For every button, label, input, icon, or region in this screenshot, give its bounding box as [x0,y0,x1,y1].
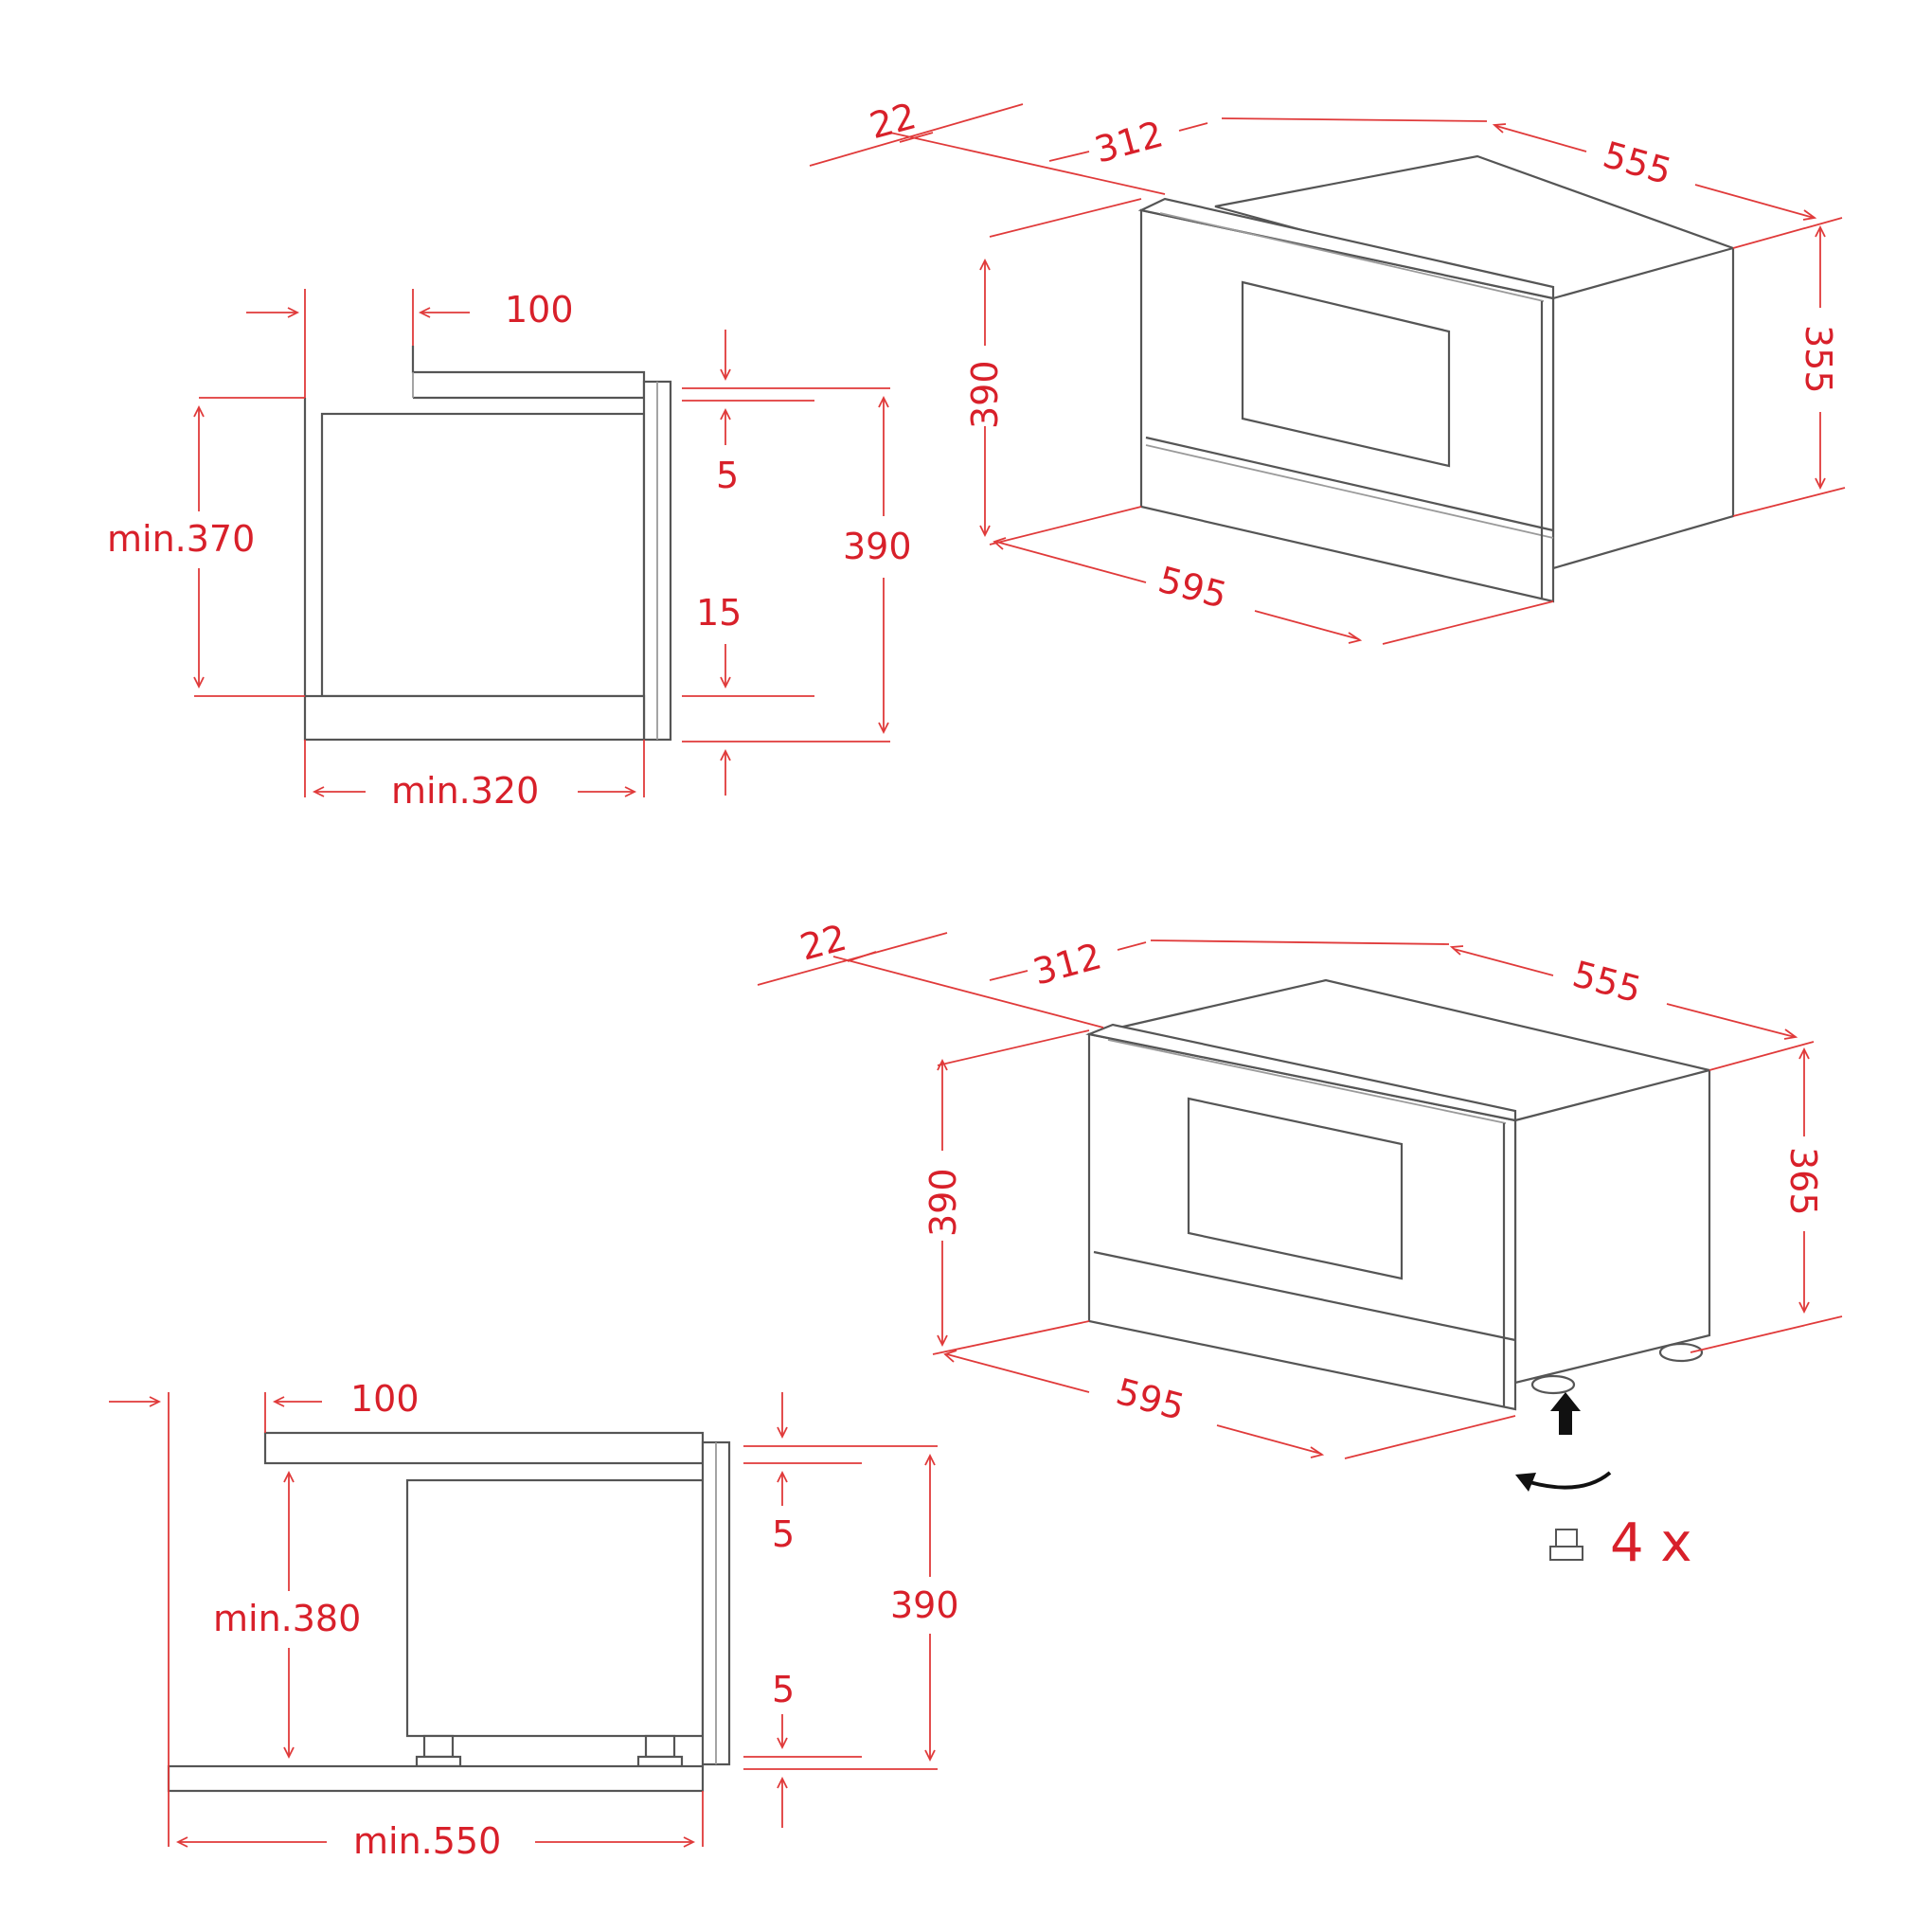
dim-door-depth: 312 [1090,113,1167,170]
dim-door-depth: 312 [1029,935,1105,993]
dim-width: 595 [1154,559,1231,617]
dim-height: 390 [843,526,912,567]
dim-min-depth: min.550 [353,1820,501,1862]
dim-min-height: min.380 [213,1598,361,1639]
appliance-body [405,1478,705,1738]
dim-gap-bottom: 5 [772,1669,795,1710]
dim-min-depth: min.320 [391,770,539,812]
oven-window [1187,1097,1404,1280]
dim-height: 390 [890,1584,959,1626]
appliance-body [320,412,646,698]
dim-body-depth: 555 [1599,134,1676,192]
cabinet-top-shelf [411,346,646,400]
dim-offset: 100 [505,289,574,331]
cabinet-bottom-shelf [303,694,646,742]
dim-body-height: 355 [1798,325,1839,394]
top-trim [1085,1023,1517,1122]
iso-view-bottom: 22 312 555 390 365 595 [757,917,1843,1574]
side-view-top: 100 min.370 min.320 5 15 [107,289,912,812]
cabinet-top-shelf [263,1431,705,1465]
dim-body-height: 365 [1782,1147,1824,1216]
foot [1658,1342,1704,1363]
dim-gap-bottom: 15 [696,592,742,634]
adjustable-foot-icon [636,1734,684,1768]
feet-count-label: 4 x [1610,1512,1692,1574]
side-view-bottom: 100 min.380 min.550 5 5 [109,1378,959,1862]
top-trim [1137,197,1555,300]
dim-height: 390 [922,1168,964,1237]
dim-gap-top: 5 [716,455,739,496]
iso-view-top: 22 312 555 390 355 595 [809,95,1846,645]
oven-window [1241,280,1451,468]
foot [1530,1374,1576,1395]
up-arrow-icon [1550,1392,1581,1435]
cabinet-bottom-shelf [167,1764,705,1793]
dim-width: 595 [1112,1370,1189,1428]
dim-offset: 100 [350,1378,420,1420]
dim-height: 390 [964,360,1006,429]
adjustable-foot-icon [1549,1529,1583,1561]
dim-body-depth: 555 [1568,953,1645,1011]
dim-gap-top: 5 [772,1513,795,1555]
adjustable-foot-icon [415,1734,462,1768]
rotate-arrow-icon [1515,1471,1612,1492]
dim-min-height: min.370 [107,518,255,560]
